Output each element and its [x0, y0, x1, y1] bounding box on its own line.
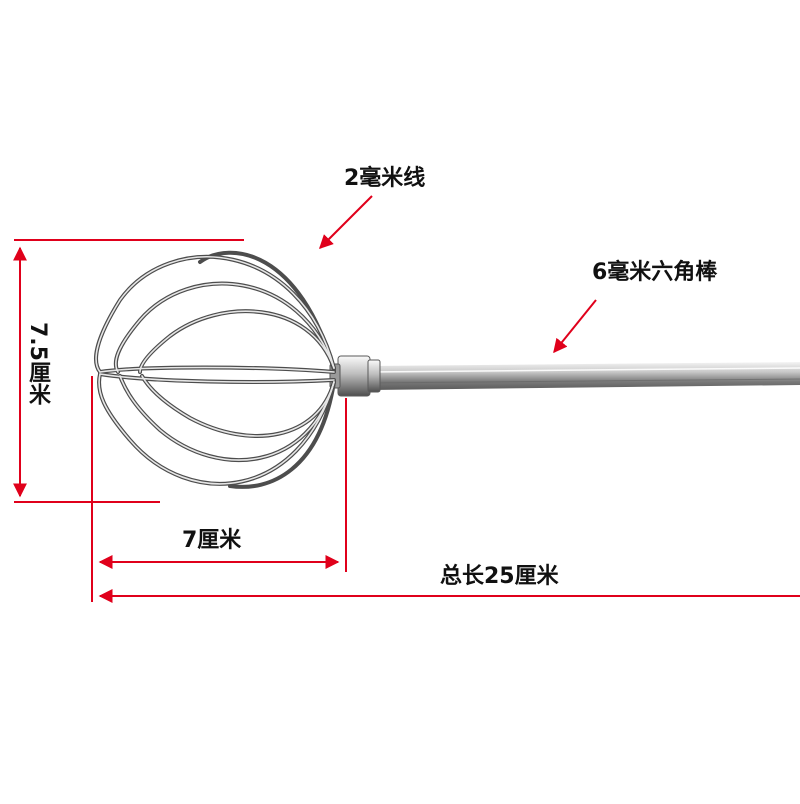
rod-size-label: 6毫米六角棒: [592, 260, 718, 285]
wire-pointer-arrow: [319, 195, 373, 249]
wire-diameter-label: 2毫米线: [344, 166, 426, 191]
hex-rod: [369, 362, 800, 390]
whisk-hub: [329, 355, 381, 397]
rod-pointer-arrow: [553, 299, 597, 354]
total-length-label: 总长25厘米: [440, 564, 559, 589]
whisk-wire-loops: [94, 250, 336, 489]
dimension-lines: [13, 195, 800, 603]
height-label: 7.5厘米: [25, 322, 50, 405]
width-label: 7厘米: [182, 528, 242, 553]
